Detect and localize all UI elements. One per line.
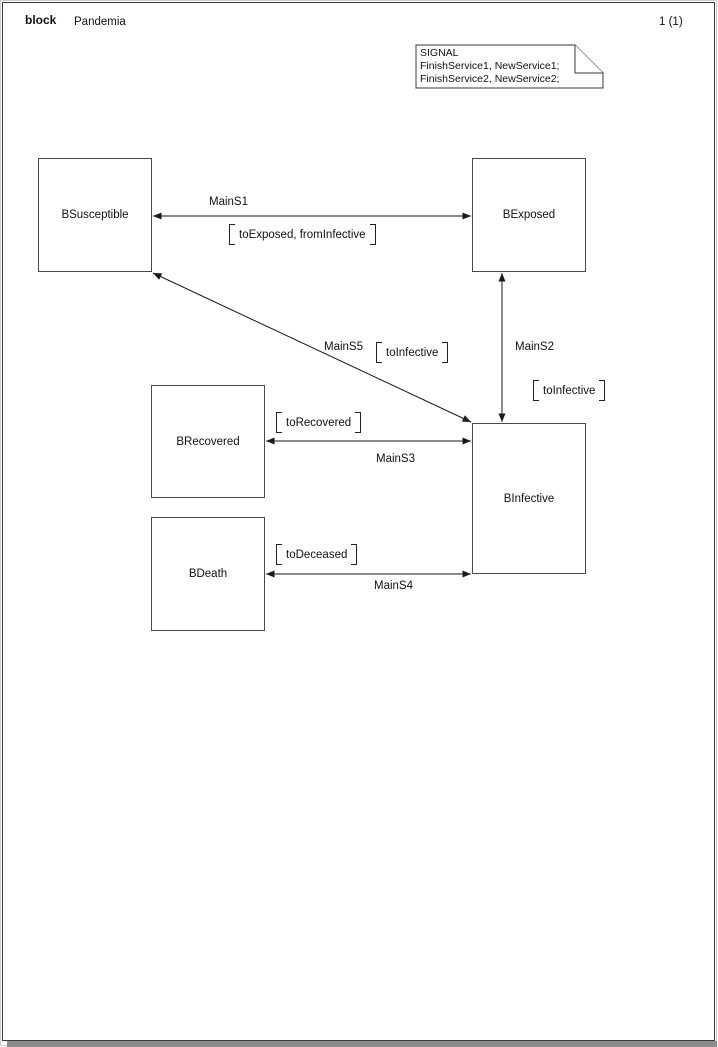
block-bdeath[interactable]: BDeath: [151, 517, 265, 631]
block-bsusceptible[interactable]: BSusceptible: [38, 158, 152, 272]
signal-list-text: toInfective: [386, 346, 439, 359]
note-outline: [415, 44, 604, 89]
bracket-right-icon: [599, 380, 606, 401]
channel-mains1-signal-list[interactable]: toExposed, fromInfective: [229, 224, 376, 245]
signal-note-line: SIGNAL: [420, 47, 459, 59]
note-fold-corner-icon: [574, 45, 603, 74]
block-label: BInfective: [503, 492, 555, 505]
bracket-right-icon: [355, 412, 362, 433]
block-label: BDeath: [188, 568, 228, 580]
channel-mains3-signal-list[interactable]: toRecovered: [276, 412, 362, 433]
diagram-title: Pandemia: [74, 16, 126, 28]
bracket-right-icon: [351, 544, 358, 565]
channel-mains4-label[interactable]: MainS4: [374, 580, 413, 592]
signal-note-symbol[interactable]: [415, 44, 604, 89]
channel-mains5-signal-list[interactable]: toInfective: [376, 342, 449, 363]
channel-mains5-line[interactable]: [152, 272, 472, 423]
channel-mains2-label[interactable]: MainS2: [515, 341, 554, 353]
diagram-kind-label: block: [25, 13, 57, 27]
bracket-right-icon: [442, 342, 449, 363]
signal-list-text: toExposed, fromInfective: [239, 228, 366, 241]
channel-mains3-label[interactable]: MainS3: [376, 453, 415, 465]
signal-list-text: toInfective: [543, 384, 596, 397]
signal-note-line: FinishService2, NewService2;: [420, 73, 560, 85]
channel-mains2-signal-list[interactable]: toInfective: [533, 380, 606, 401]
bracket-left-icon: [376, 342, 382, 363]
channel-mains1-label[interactable]: MainS1: [209, 196, 248, 208]
block-label: BExposed: [502, 209, 556, 221]
bracket-right-icon: [369, 224, 376, 245]
block-bexposed[interactable]: BExposed: [472, 158, 586, 272]
bracket-left-icon: [533, 380, 539, 401]
channel-mains5-label[interactable]: MainS5: [324, 341, 363, 353]
block-brecovered[interactable]: BRecovered: [151, 385, 265, 498]
signal-declaration-text: SIGNAL FinishService1, NewService1; Fini…: [420, 47, 559, 86]
page-drop-shadow: [7, 1041, 717, 1047]
bracket-left-icon: [276, 544, 282, 565]
bracket-left-icon: [229, 224, 235, 245]
channel-mains4-signal-list[interactable]: toDeceased: [276, 544, 358, 565]
block-label: BSusceptible: [61, 209, 129, 221]
signal-list-text: toRecovered: [286, 416, 352, 429]
page-number: 1 (1): [659, 16, 683, 28]
block-binfective[interactable]: BInfective: [472, 423, 586, 574]
signal-note-line: FinishService1, NewService1;: [420, 60, 560, 72]
signal-list-text: toDeceased: [286, 548, 348, 561]
bracket-left-icon: [276, 412, 282, 433]
block-label: BRecovered: [176, 435, 240, 448]
